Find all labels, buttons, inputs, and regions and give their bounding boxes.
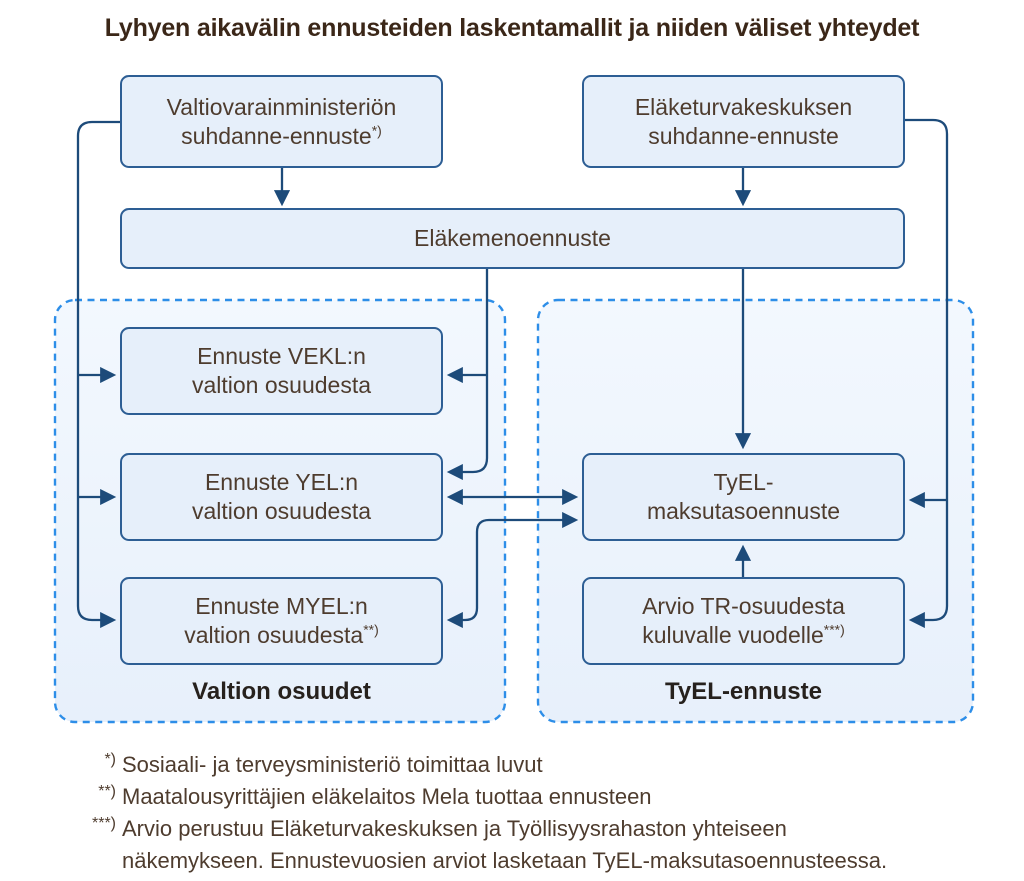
- arrow-etk-right-trunk-to-arvio: [905, 118, 949, 629]
- node-vvm-suhdanne-ennuste: Valtiovarainministeriön suhdanne-ennuste…: [120, 75, 443, 168]
- arrow-vvm-left-trunk-to-myel: [76, 120, 120, 629]
- arrow-myel-tyel-bidirectional: [446, 511, 579, 629]
- group-label-tyel-ennuste: TyEL-ennuste: [665, 678, 822, 705]
- footnote-text: Maatalousyrittäjien eläkelaitos Mela tuo…: [122, 784, 652, 809]
- node-tyel-maksutasoennuste: TyEL- maksutasoennuste: [582, 453, 905, 541]
- footnote-3: ***) Arvio perustuu Eläketurvakeskuksen …: [56, 813, 1006, 877]
- node-label: Ennuste MYEL:n valtion osuudesta**): [184, 593, 379, 648]
- node-elakemenoennuste: Eläkemenoennuste: [120, 208, 905, 269]
- footnotes: *) Sosiaali- ja terveysministeriö toimit…: [56, 749, 1006, 877]
- node-label: Valtiovarainministeriön suhdanne-ennuste…: [166, 93, 397, 149]
- page-title: Lyhyen aikavälin ennusteiden laskentamal…: [104, 14, 920, 42]
- footnote-text: Arvio perustuu Eläketurvakeskuksen ja Ty…: [122, 816, 888, 873]
- footnote-marker: ***): [91, 815, 116, 832]
- footnote-2: **) Maatalousyrittäjien eläkelaitos Mela…: [56, 781, 1006, 813]
- group-label-valtion-osuudet: Valtion osuudet: [192, 678, 371, 705]
- footnote-marker: **): [98, 783, 116, 800]
- node-label: Ennuste VEKL:n valtion osuudesta: [191, 343, 371, 398]
- node-ennuste-yel: Ennuste YEL:n valtion osuudesta: [120, 453, 443, 541]
- footnote-1: *) Sosiaali- ja terveysministeriö toimit…: [56, 749, 1006, 781]
- node-label: Eläketurvakeskuksen suhdanne-ennuste: [634, 93, 853, 149]
- node-ennuste-myel: Ennuste MYEL:n valtion osuudesta**): [120, 577, 443, 665]
- node-label: Eläkemenoennuste: [414, 225, 611, 252]
- node-arvio-tr-osuudesta: Arvio TR-osuudesta kuluvalle vuodelle***…: [582, 577, 905, 665]
- arrow-elakemeno-to-yel: [446, 269, 489, 481]
- node-label: Ennuste YEL:n valtion osuudesta: [191, 469, 371, 524]
- node-ennuste-vekl: Ennuste VEKL:n valtion osuudesta: [120, 327, 443, 415]
- footnote-marker: *): [104, 751, 116, 768]
- node-label: Arvio TR-osuudesta kuluvalle vuodelle***…: [642, 593, 845, 648]
- footnote-text: Sosiaali- ja terveysministeriö toimittaa…: [122, 752, 543, 777]
- node-label: TyEL- maksutasoennuste: [646, 469, 841, 524]
- node-etk-suhdanne-ennuste: Eläketurvakeskuksen suhdanne-ennuste: [582, 75, 905, 168]
